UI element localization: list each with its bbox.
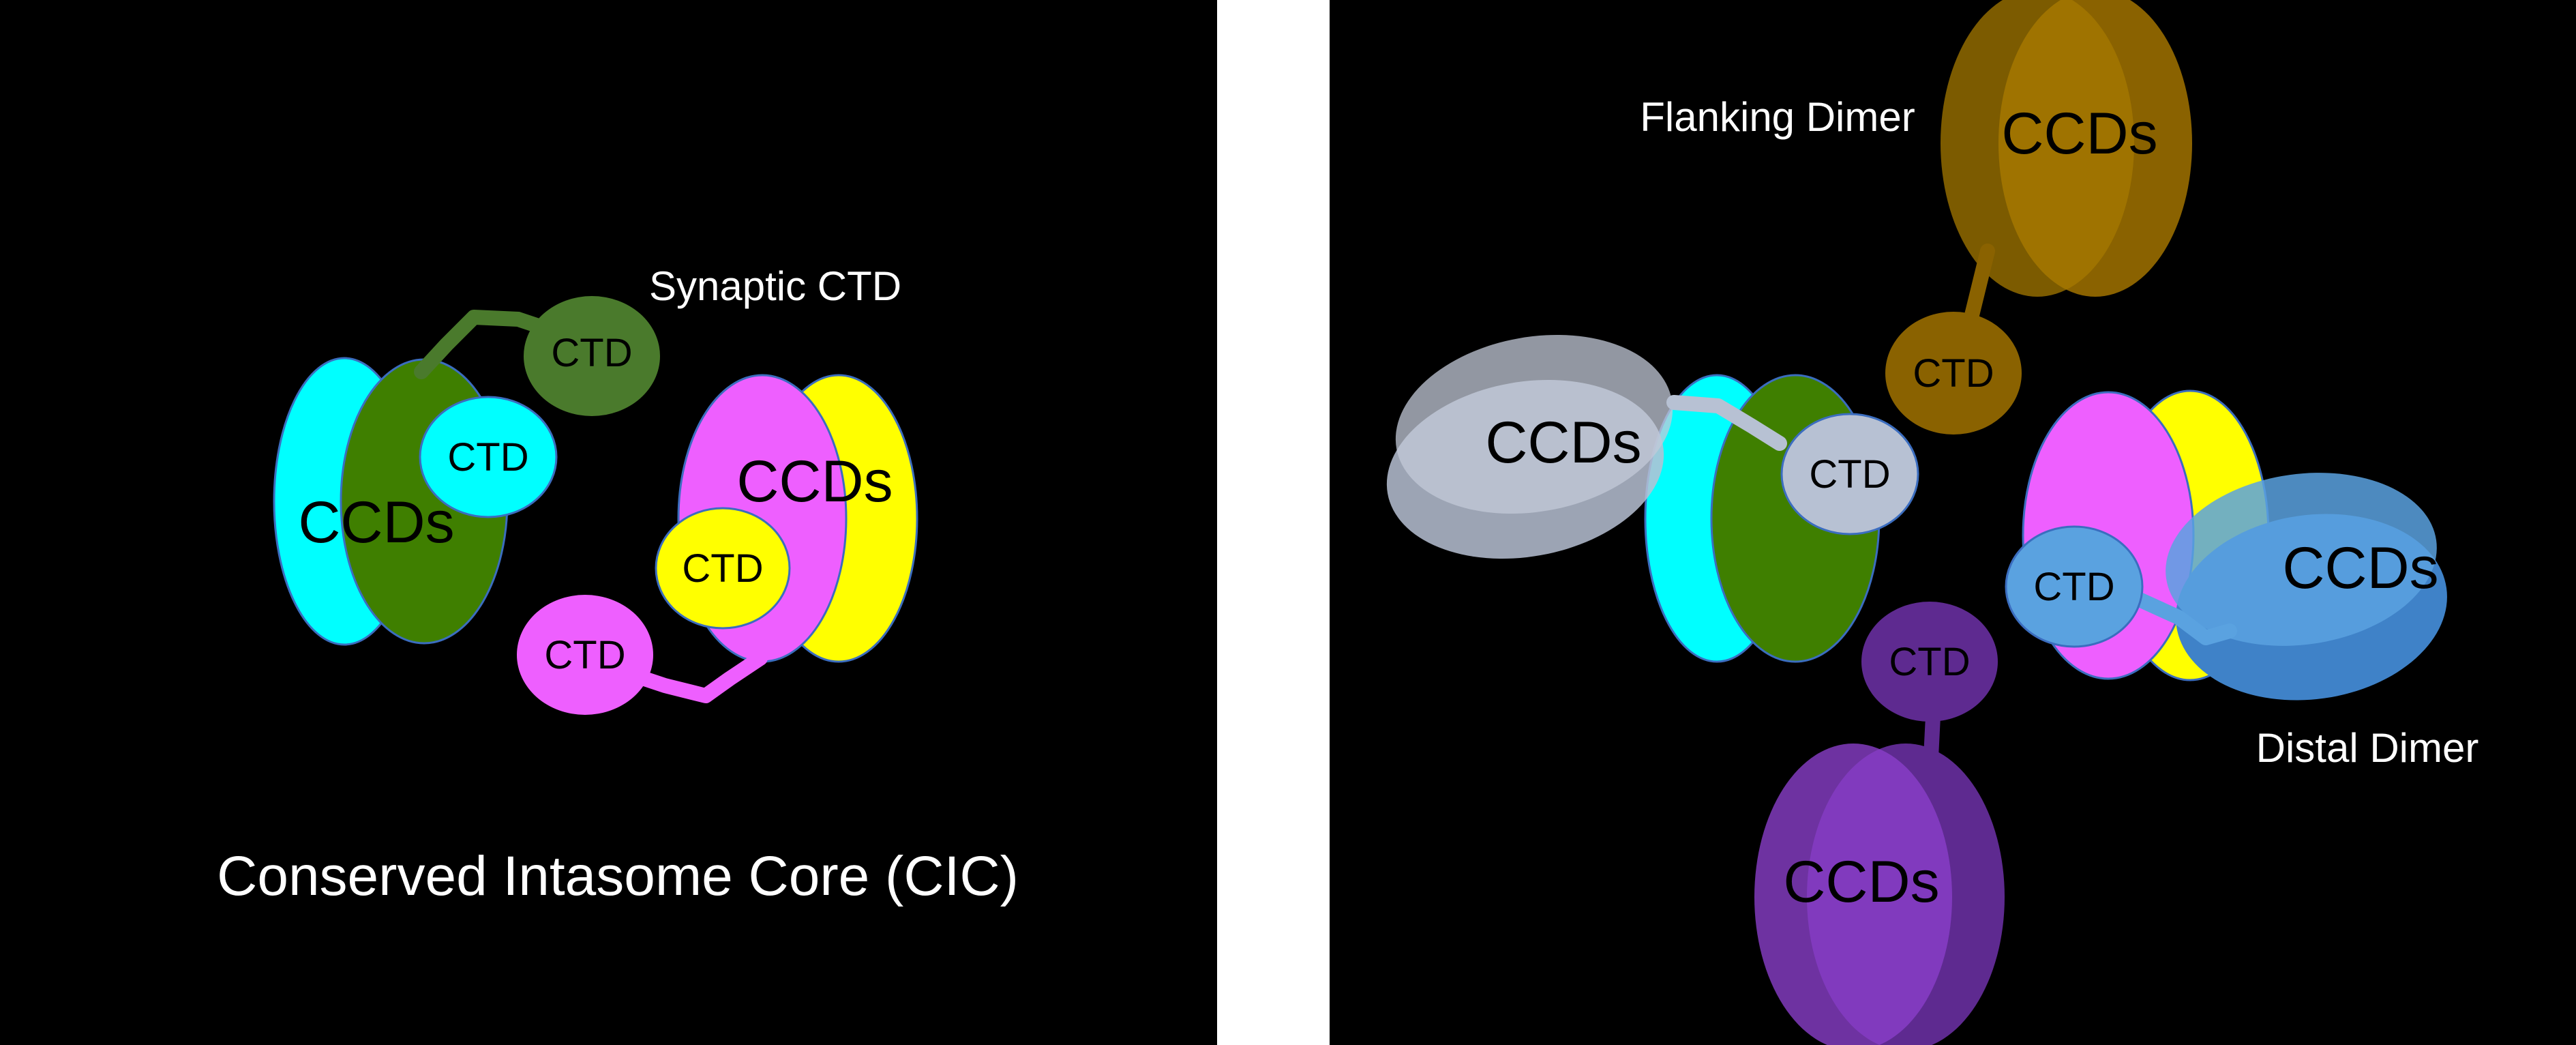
ccds-green-label: CCDs — [298, 490, 454, 555]
purple-ccd-front-ellipse — [1754, 744, 1952, 1045]
ccds-grey-label: CCDs — [1485, 410, 1641, 475]
ccds-distal-label: CCDs — [2282, 535, 2438, 601]
distal-dimer-callout: Distal Dimer — [2256, 725, 2479, 771]
grey-ctd-linker — [1666, 395, 1787, 451]
grey-ctd-ellipse — [1780, 413, 1919, 535]
synaptic-ctd-callout: Synaptic CTD — [649, 263, 901, 309]
ccds-magenta-label: CCDs — [736, 449, 893, 514]
grey-ccd-front-ellipse — [1395, 335, 1673, 514]
ccds-flanking-label: CCDs — [2001, 101, 2157, 166]
ctd-yellow-label: CTD — [682, 546, 763, 591]
ctd-purple-label: CTD — [1889, 640, 1970, 684]
distal-ctd-ellipse — [2005, 525, 2144, 648]
magenta-ctd-linker — [637, 651, 768, 703]
page-title: Conserved Intasome Core (CIC) — [217, 845, 1019, 907]
ctd-grey-label: CTD — [1809, 452, 1890, 497]
ctd-cyan-label: CTD — [447, 435, 528, 480]
flanking-dimer-callout: Flanking Dimer — [1640, 94, 1915, 140]
distal-ccd-front-ellipse — [2166, 473, 2437, 646]
purple-ctd-ellipse — [1861, 602, 1998, 722]
purple-ctd-linker — [1922, 709, 1941, 792]
right-panel-intasome: CCDs CTD Flanking Dimer CTD CCDs CTD CCD… — [1330, 0, 2576, 1045]
ctd-distal-label: CTD — [2033, 565, 2114, 609]
flanking-ctd-ellipse — [1885, 312, 2022, 435]
ctd-synaptic-label: CTD — [551, 331, 632, 375]
magenta-ctd-ellipse — [517, 595, 653, 715]
distal-ctd-linker — [2133, 593, 2237, 645]
flanking-ctd-linker — [1963, 244, 1995, 328]
cic-diagram: CTD CTD CCDs CTD CCDs CTD Synaptic CTD C… — [217, 263, 1019, 907]
cyan-ctd-ellipse — [419, 396, 558, 518]
ccds-purple-label: CCDs — [1783, 849, 1939, 915]
synaptic-ctd-linker — [414, 310, 546, 379]
yellow-ctd-ellipse — [655, 507, 791, 630]
intasome-diagram: CCDs CTD Flanking Dimer CTD CCDs CTD CCD… — [1386, 0, 2479, 1045]
ctd-flanking-label: CTD — [1913, 351, 1994, 396]
synaptic-ctd-ellipse — [524, 296, 660, 416]
flanking-ccd-front-ellipse — [1941, 0, 2134, 297]
left-panel-cic: CTD CTD CCDs CTD CCDs CTD Synaptic CTD C… — [0, 0, 1217, 1045]
ctd-magenta-label: CTD — [544, 633, 625, 677]
